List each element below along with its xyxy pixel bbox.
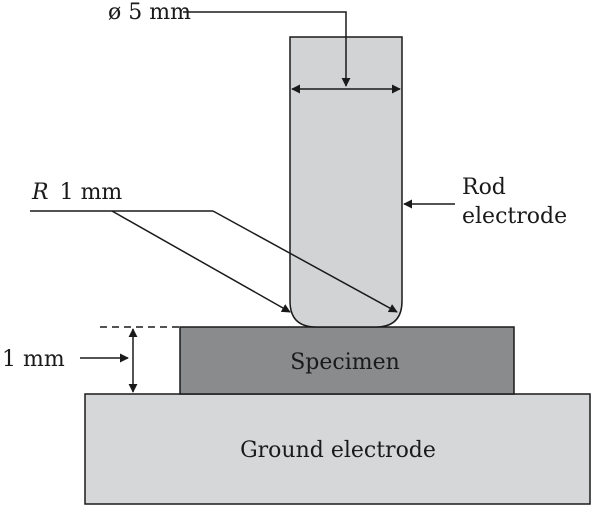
radius-label: R 1 mm [31,180,122,205]
radius-symbol: R [31,180,49,205]
radius-leader-left [111,210,291,313]
ground-electrode-label: Ground electrode [240,438,436,463]
thickness-label: 1 mm [2,347,65,372]
diameter-label: ø 5 mm [108,0,191,25]
rod-electrode-body [289,36,403,328]
rod-label-line2: electrode [462,204,567,229]
diameter-leader-line [183,11,351,87]
specimen-label: Specimen [290,350,400,375]
specimen-block [179,326,515,395]
rod-label-line1: Rod [462,175,506,200]
radius-value: 1 mm [60,180,123,205]
radius-leader-right [212,210,398,313]
ground-electrode-block [84,393,591,505]
